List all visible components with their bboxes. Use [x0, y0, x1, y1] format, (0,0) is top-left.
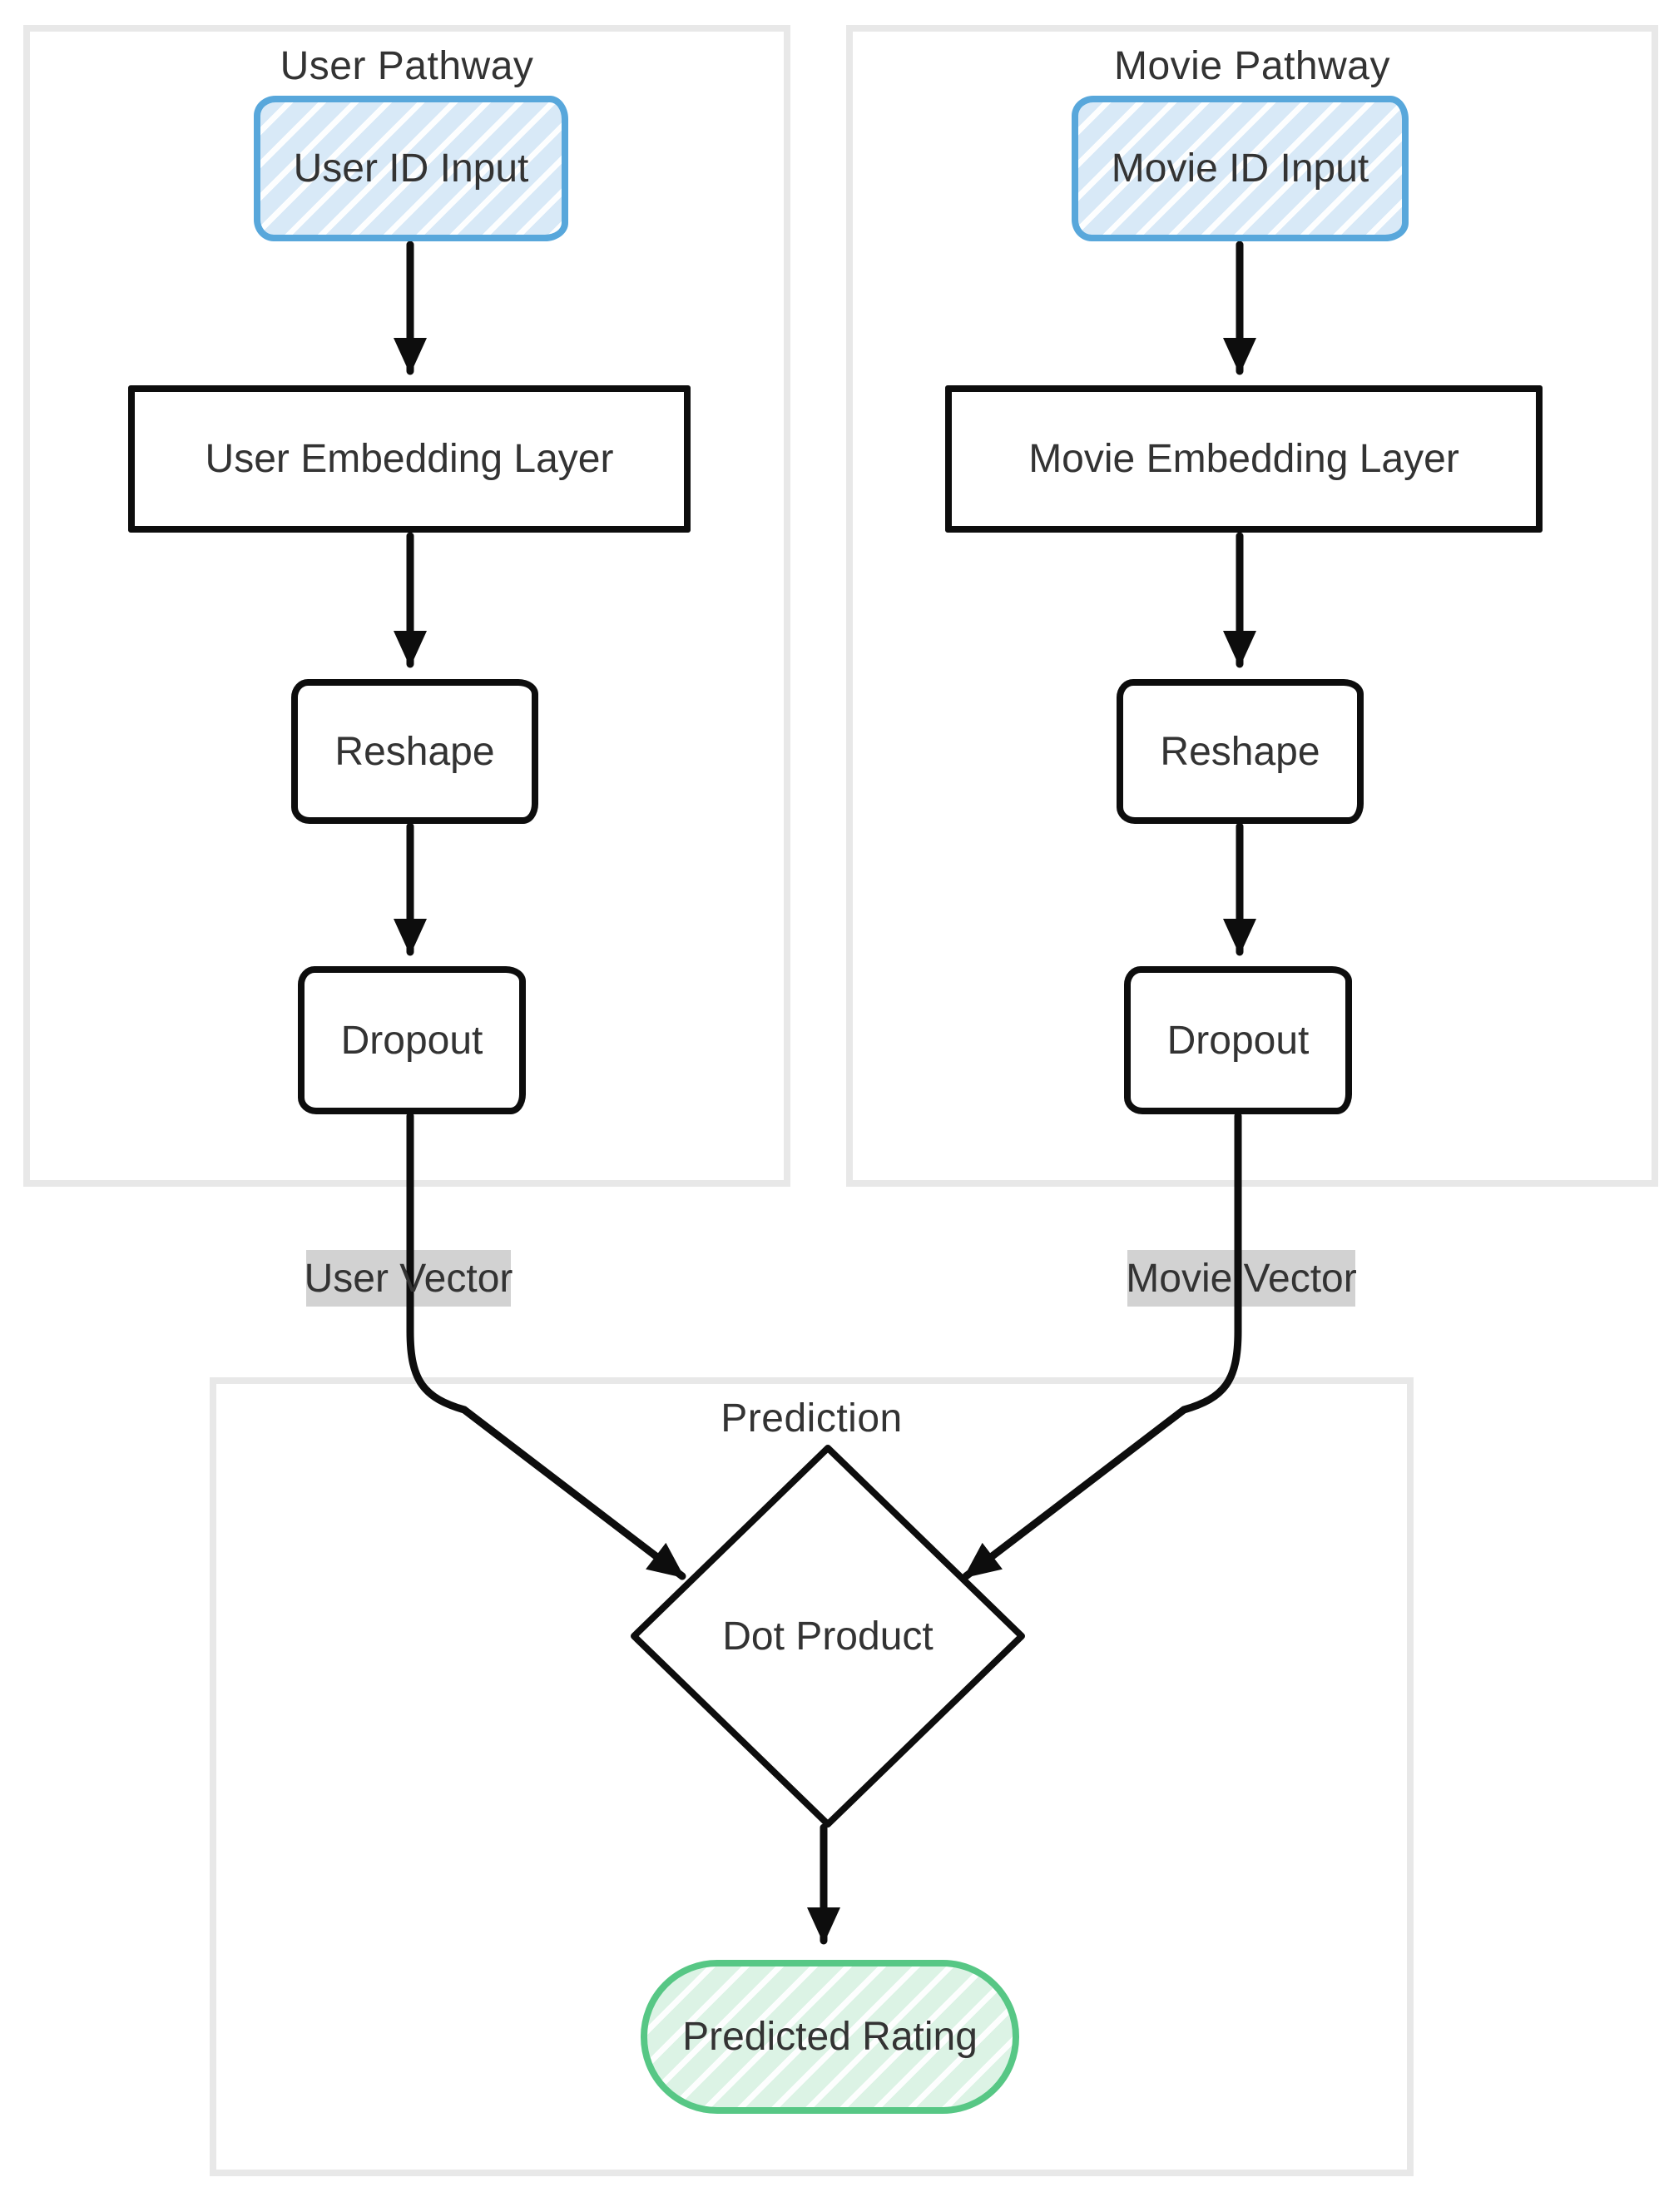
dot-product-node: Dot Product [634, 1448, 1022, 1824]
movie-id-input-node: Movie ID Input [1072, 96, 1409, 241]
user-vector-edge-label: User Vector [304, 1256, 513, 1301]
movie-embedding-layer-node: Movie Embedding Layer [945, 385, 1543, 533]
user-reshape-label: Reshape [334, 729, 495, 774]
edge-user-vector-to-dot-product [406, 1112, 686, 1580]
prediction-title: Prediction [721, 1396, 903, 1441]
prediction-container: Prediction [210, 1377, 1414, 2176]
user-dropout-node: Dropout [298, 966, 526, 1114]
predicted-rating-label: Predicted Rating [682, 2015, 978, 2059]
movie-reshape-node: Reshape [1117, 679, 1364, 824]
edge-movie-vector-to-dot-product [962, 1112, 1242, 1580]
movie-reshape-label: Reshape [1160, 729, 1320, 774]
user-embedding-layer-node: User Embedding Layer [128, 385, 691, 533]
predicted-rating-node: Predicted Rating [641, 1960, 1019, 2114]
movie-pathway-container: Movie Pathway [846, 25, 1658, 1187]
user-pathway-title: User Pathway [280, 44, 534, 88]
movie-pathway-title: Movie Pathway [1114, 44, 1390, 88]
movie-id-input-label: Movie ID Input [1111, 146, 1369, 191]
movie-dropout-label: Dropout [1166, 1018, 1310, 1063]
movie-embedding-layer-label: Movie Embedding Layer [1028, 437, 1459, 481]
user-id-input-label: User ID Input [293, 146, 529, 191]
user-id-input-node: User ID Input [254, 96, 568, 241]
dot-product-label: Dot Product [722, 1614, 934, 1659]
user-dropout-label: Dropout [340, 1018, 483, 1063]
dot-product-diamond-shape [631, 1445, 1025, 1828]
movie-vector-edge-label: Movie Vector [1126, 1256, 1357, 1301]
user-reshape-node: Reshape [291, 679, 538, 824]
movie-dropout-node: Dropout [1124, 966, 1352, 1114]
user-embedding-layer-label: User Embedding Layer [205, 437, 614, 481]
